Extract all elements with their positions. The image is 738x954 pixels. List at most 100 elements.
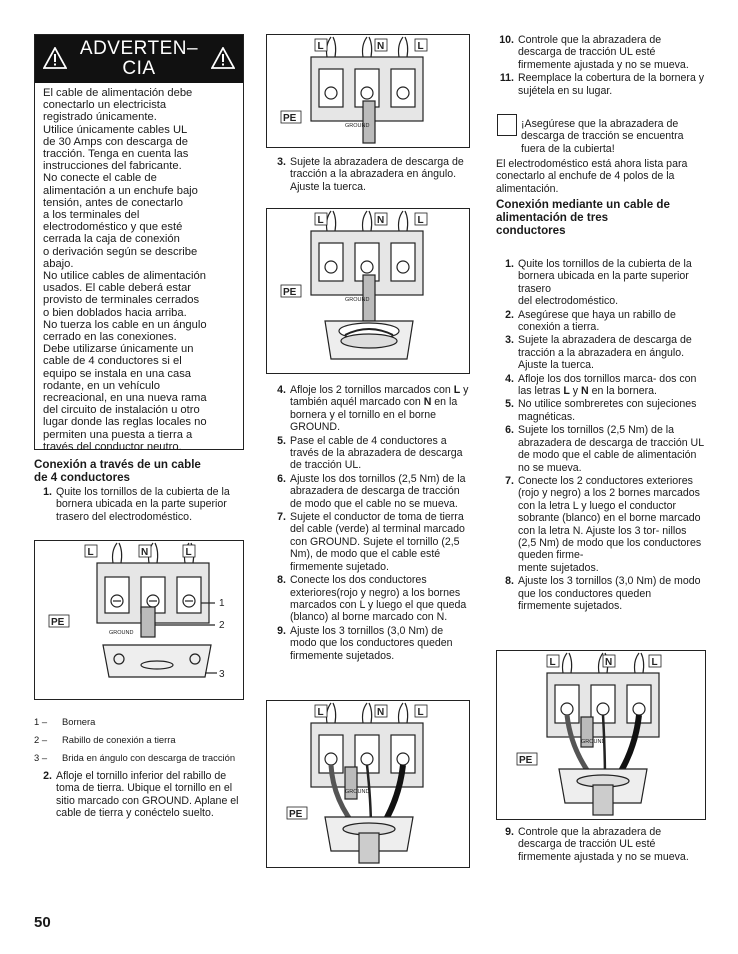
label-L: L [418, 41, 424, 52]
warning-line: alimentación a un enchufe bajo [43, 184, 198, 197]
warning-line: No utilice cables de alimentación [43, 270, 206, 283]
legend-value: Brida en ángulo con descarga de tracción [62, 752, 236, 763]
label-L: L [318, 215, 324, 226]
warning-line: registrado únicamente. [43, 111, 157, 124]
legend-row: 3 – Brida en ángulo con descarga de tracc… [34, 752, 244, 770]
figure-legend: 1 – Bornera 2 – Rabillo de conexión a tierr… [34, 716, 244, 770]
callout-2: 2 [219, 620, 225, 631]
warning-line: través del conductor neutro. [43, 440, 182, 453]
step-item: 10.Controle que la abrazadera de descarg… [499, 34, 689, 71]
label-N: N [605, 657, 612, 668]
step-item: 5.Pase el cable de 4 conductores a travé… [277, 434, 463, 472]
label-L: L [418, 215, 424, 226]
label-N: N [377, 215, 384, 226]
warning-line: provisto de terminales cerrados [43, 294, 200, 307]
note-text: ¡Asegúrese que la abrazadera de descarga… [521, 118, 684, 155]
step-item: 3.Sujete la abrazadera de descarga de tr… [505, 334, 692, 372]
warning-line: Debe utilizarse únicamente un [43, 343, 194, 356]
warning-line: de 30 Amps con descarga de [43, 135, 188, 148]
label-ground: GROUND [581, 739, 605, 745]
steps-right: 1.Quite los tornillos de la cubierta de … [496, 258, 706, 613]
figure-terminal-top: L N L PE GROUND [266, 34, 470, 148]
step-item: 7.Sujete el conductor de toma de tierra … [277, 511, 465, 573]
figure-terminal-block-parts: L N L PE GROUND 1 2 3 [34, 540, 244, 700]
legend-key: 3 – [34, 752, 48, 763]
warning-line: No conecte el cable de [43, 172, 157, 185]
terminal-block-illustration [96, 542, 217, 678]
warning-line: lugar donde las reglas locales no [43, 416, 207, 429]
step-item: 7.Conecte los 2 conductores exteriores (… [505, 474, 702, 574]
label-PE: PE [283, 287, 297, 298]
step-item: 4.Afloje los dos tornillos marca- dos co… [505, 372, 697, 398]
label-L: L [88, 547, 94, 558]
warning-line: Utilice únicamente cables UL [43, 123, 188, 136]
step-9-right: 9.Controle que la abrazadera de descarga… [496, 826, 706, 864]
label-N: N [141, 547, 148, 558]
warning-line: cerrada la caja de conexión [43, 233, 180, 246]
label-PE: PE [289, 809, 303, 820]
page-number: 50 [34, 914, 51, 931]
warning-icon-right [211, 47, 235, 69]
legend-row: 1 – Bornera [34, 716, 244, 734]
step-item: 2.Asegúrese que haya un rabillo de conex… [505, 308, 676, 334]
warning-line: rodante, en un vehículo [43, 379, 160, 392]
steps-4wire-first: 1.Quite los tornillos de la cubierta de … [34, 486, 244, 524]
warning-line: o bien doblados hacia arriba. [43, 306, 187, 319]
steps-middle: 4.Afloje los 2 tornillos marcados con L … [268, 384, 470, 663]
label-L: L [318, 41, 324, 52]
warning-title: ADVERTEN– CIA [79, 38, 199, 79]
step-item: 3.Sujete la abrazadera de descarga de tr… [277, 156, 464, 193]
label-ground: GROUND [109, 630, 133, 636]
warning-line: cable de 4 conductores si el [43, 355, 182, 368]
steps-right-top: 10.Controle que la abrazadera de descarg… [496, 34, 706, 98]
legend-value: Rabillo de conexión a tierra [62, 734, 176, 745]
warning-line: equipo se instala en una casa [43, 367, 192, 380]
warning-box: ADVERTEN– CIA El cable de alimentación d… [34, 34, 244, 453]
figure-4-wire-connected: L N L PE GROUND [266, 700, 470, 868]
step-3-middle: 3.Sujete la abrazadera de descarga de tr… [268, 156, 470, 194]
steps-4wire-second: 2.Afloje el tornillo inferior del rabill… [34, 770, 244, 821]
legend-row: 2 – Rabillo de conexión a tierra [34, 734, 244, 752]
callout-3: 3 [219, 669, 225, 680]
warning-line: del circuito de instalación u otro [43, 404, 200, 417]
step-item: 2.Afloje el tornillo inferior del rabill… [43, 770, 239, 820]
ready-paragraph: El electrodoméstico está ahora lista par… [496, 158, 688, 195]
figure-3-wire-connected: L N L PE GROUND [496, 650, 706, 820]
warning-line: conectarlo un electricista [43, 99, 167, 112]
step-item: 6.Ajuste los dos tornillos (2,5 Nm) de l… [277, 472, 466, 510]
legend-key: 1 – [34, 716, 48, 727]
label-PE: PE [519, 755, 533, 766]
step-item: 1.Quite los tornillos de la cubierta de … [505, 258, 692, 308]
warning-line: permiten una puesta a tierra a [43, 428, 193, 441]
section-heading-3-wire: Conexión mediante un cable de alimentaci… [496, 198, 670, 237]
label-L: L [652, 657, 658, 668]
step-item: 11.Reemplace la cobertura de la bornera … [499, 72, 705, 97]
warning-icon-left [43, 47, 67, 69]
step-item: 9.Ajuste los 3 tornillos (3,0 Nm) de mod… [277, 624, 453, 662]
label-ground: GROUND [345, 297, 369, 303]
label-L: L [318, 707, 324, 718]
warning-line: No tuerza los cable en un ángulo [43, 318, 207, 331]
warning-line: a los terminales del [43, 209, 140, 222]
label-L: L [550, 657, 556, 668]
warning-line: recreacional, en una nueva rama [43, 392, 207, 405]
step-item: 8.Ajuste los 3 tornillos (3,0 Nm) de mod… [505, 575, 701, 612]
warning-header: ADVERTEN– CIA [35, 35, 243, 83]
section-heading-4-wire: Conexión a través de un cable de 4 condu… [34, 458, 201, 484]
label-PE: PE [51, 617, 65, 628]
warning-line: electrodoméstico y que esté [43, 221, 183, 234]
figure-strain-relief-nut: L N L PE GROUND [266, 208, 470, 374]
label-ground: GROUND [345, 123, 369, 129]
step-item: 6.Sujete los tornillos (2,5 Nm) de la ab… [505, 424, 704, 474]
warning-line: tracción. Tenga en cuenta las [43, 148, 189, 161]
legend-key: 2 – [34, 734, 48, 745]
warning-line: abajo. [43, 257, 74, 270]
callout-1: 1 [219, 598, 225, 609]
warning-line: tensión, antes de conectarlo [43, 196, 183, 209]
label-ground: GROUND [345, 789, 369, 795]
warning-line: instrucciones del fabricante. [43, 160, 182, 173]
step-item: 9.Controle que la abrazadera de descarga… [505, 826, 689, 863]
legend-value: Bornera [62, 716, 96, 727]
note-icon-box [497, 114, 517, 136]
